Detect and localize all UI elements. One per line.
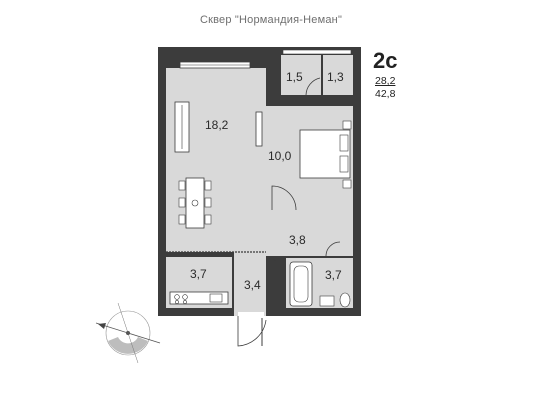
stove-burner-2 bbox=[182, 294, 188, 300]
compass-rose-icon bbox=[95, 302, 161, 364]
bathtub bbox=[289, 261, 313, 307]
table-vase bbox=[191, 199, 199, 207]
apartment-type: 2с bbox=[373, 48, 398, 73]
stove-burner-4 bbox=[183, 300, 187, 304]
chair-r3 bbox=[204, 214, 212, 225]
stove-burner-3 bbox=[175, 300, 179, 304]
room-area-bedroom: 10,0 bbox=[268, 149, 292, 163]
room-area-corridor: 3,4 bbox=[244, 278, 261, 292]
chair-l1 bbox=[178, 180, 186, 191]
room-area-storage-1: 1,5 bbox=[286, 70, 303, 84]
room-area-hall: 3,8 bbox=[289, 233, 306, 247]
total-area: 42,8 bbox=[375, 88, 396, 100]
room-area-bathroom: 3,7 bbox=[325, 268, 342, 282]
storage-1-floor bbox=[281, 55, 321, 95]
living-room-floor bbox=[166, 68, 266, 252]
door-bedroom bbox=[271, 185, 297, 211]
nightstand-1 bbox=[342, 120, 352, 130]
chair-l3 bbox=[178, 214, 186, 225]
bathtub-inner bbox=[293, 265, 309, 303]
room-area-kitchen: 3,7 bbox=[190, 267, 207, 281]
dining-table bbox=[185, 177, 205, 229]
kitchen-counter bbox=[169, 291, 229, 305]
corridor-floor bbox=[234, 252, 266, 316]
washbasin bbox=[319, 295, 335, 307]
door-storage bbox=[305, 77, 321, 96]
living-area: 28,2 bbox=[375, 75, 396, 87]
pillow-2 bbox=[339, 155, 349, 173]
chair-l2 bbox=[178, 197, 186, 208]
door-bath bbox=[265, 257, 285, 277]
chair-r2 bbox=[204, 197, 212, 208]
nightstand-2 bbox=[342, 179, 352, 189]
hall-floor bbox=[266, 213, 353, 256]
entrance-door bbox=[237, 316, 267, 347]
chair-r1 bbox=[204, 180, 212, 191]
stove-burner-1 bbox=[174, 294, 180, 300]
window-storage bbox=[282, 49, 352, 55]
pillow-1 bbox=[339, 134, 349, 152]
room-area-storage-2: 1,3 bbox=[327, 70, 344, 84]
storage-2-floor bbox=[323, 55, 353, 95]
toilet bbox=[339, 292, 351, 308]
sink bbox=[209, 293, 223, 303]
room-area-living: 18,2 bbox=[205, 118, 229, 132]
project-name: Сквер "Нормандия-Неман" bbox=[199, 14, 343, 26]
door-hall bbox=[325, 241, 341, 257]
entrance-gap bbox=[238, 312, 264, 318]
tv-unit bbox=[255, 111, 263, 147]
